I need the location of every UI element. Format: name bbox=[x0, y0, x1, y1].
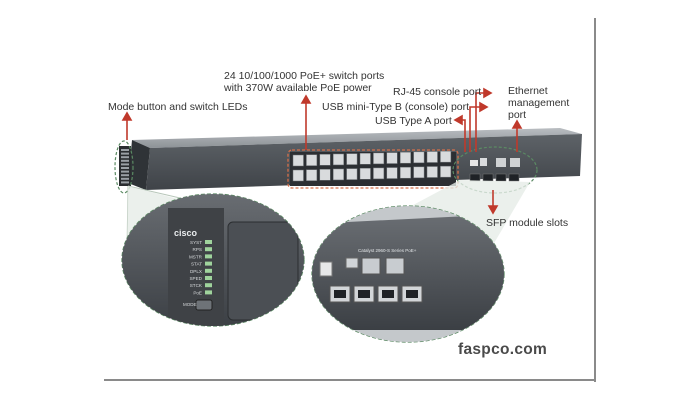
zoom-model-label: Catalyst 2960-S Series PoE+ bbox=[358, 248, 417, 253]
poe-port bbox=[306, 154, 318, 166]
led-indicator bbox=[205, 268, 212, 273]
led-label: STCK bbox=[190, 283, 203, 288]
zoom-cone-right-fill bbox=[400, 180, 530, 250]
mode-button bbox=[195, 299, 213, 311]
led-indicator bbox=[205, 261, 212, 266]
sfp-slots-mini bbox=[469, 173, 520, 182]
sfp-slot bbox=[469, 173, 481, 182]
module-area bbox=[469, 158, 520, 182]
watermark-text: faspco.com bbox=[458, 341, 548, 358]
led-label: DPLX bbox=[190, 269, 202, 274]
poe-port bbox=[386, 152, 398, 164]
poe-port bbox=[373, 167, 385, 180]
poe-port bbox=[319, 169, 331, 181]
led-dot bbox=[121, 170, 129, 173]
poe-port bbox=[332, 153, 344, 166]
led-label: SPED bbox=[189, 276, 202, 281]
zoom-sfp-slot bbox=[401, 285, 423, 303]
led-indicator bbox=[205, 240, 212, 244]
callout-usb-type-a: USB Type A port bbox=[375, 115, 452, 127]
poe-port bbox=[440, 150, 452, 163]
callout-poe-ports-line2: with 370W available PoE power bbox=[224, 82, 372, 94]
poe-port bbox=[413, 166, 425, 179]
callout-ethernet-management: Ethernet management port bbox=[508, 85, 570, 121]
led-label: STAT bbox=[191, 262, 202, 267]
callout-rj45-console: RJ-45 console port bbox=[393, 86, 482, 98]
chassis-side bbox=[128, 140, 150, 190]
usb-a-port-mini bbox=[470, 160, 478, 166]
zoom-sfp-slot bbox=[353, 285, 375, 303]
poe-port bbox=[319, 154, 331, 166]
led-label: MSTR bbox=[189, 254, 203, 259]
led-indicator bbox=[205, 254, 212, 259]
sfp-slot bbox=[495, 173, 507, 182]
led-indicator bbox=[205, 247, 212, 252]
led-dot bbox=[121, 159, 129, 162]
callout-mode-button-leds: Mode button and switch LEDs bbox=[108, 101, 248, 113]
zoom-led-labels: SYST RPS MSTR STAT DPLX SPED STCK PoE bbox=[189, 240, 212, 295]
poe-port bbox=[292, 169, 304, 182]
callout-arrows bbox=[121, 87, 523, 215]
zoom-blank-plate bbox=[227, 221, 299, 321]
led-label: PoE bbox=[193, 290, 202, 295]
poe-port bbox=[346, 168, 358, 180]
poe-port bbox=[426, 151, 438, 163]
callout-usb-mini-type-b: USB mini-Type B (console) port bbox=[322, 101, 470, 113]
poe-port bbox=[426, 166, 438, 178]
poe-port bbox=[373, 152, 385, 165]
poe-port bbox=[399, 166, 411, 179]
led-dot bbox=[121, 163, 129, 166]
poe-port bbox=[306, 169, 318, 181]
poe-port bbox=[386, 167, 398, 179]
poe-port bbox=[413, 151, 425, 164]
led-dot bbox=[121, 152, 129, 155]
rj45-console-port-mini bbox=[496, 158, 506, 167]
poe-port bbox=[359, 168, 371, 180]
poe-port bbox=[332, 168, 344, 181]
zoom-brand-logo: cisco bbox=[174, 228, 198, 238]
zoom-usb-a-port bbox=[319, 261, 333, 277]
poe-port bbox=[346, 153, 358, 165]
poe-port-block bbox=[290, 150, 456, 186]
callout-poe-ports-line1: 24 10/100/1000 PoE+ switch ports bbox=[224, 70, 385, 82]
mgmt-port-mini bbox=[510, 158, 520, 167]
led-highlight-ring bbox=[114, 140, 134, 194]
led-indicator bbox=[205, 276, 212, 280]
led-indicator bbox=[205, 290, 212, 295]
zoom-usb-mini-port bbox=[345, 257, 359, 269]
frame-right-edge bbox=[594, 18, 596, 382]
frame-bottom-edge bbox=[104, 379, 596, 381]
poe-port bbox=[399, 151, 411, 164]
led-label: RPS bbox=[193, 247, 202, 252]
ports-highlight-ring bbox=[287, 149, 459, 189]
poe-port bbox=[359, 153, 371, 165]
led-dots bbox=[121, 149, 129, 184]
led-dot bbox=[121, 156, 129, 159]
sfp-slot bbox=[482, 173, 494, 182]
led-strip bbox=[119, 146, 131, 186]
zoom-sfp-slots bbox=[329, 285, 423, 303]
zoom-sfp-slot bbox=[329, 285, 351, 303]
mode-label: MODE bbox=[183, 302, 197, 307]
sfp-slot bbox=[508, 173, 520, 182]
led-dot bbox=[121, 181, 129, 184]
led-dot bbox=[121, 149, 129, 151]
poe-port bbox=[292, 154, 304, 167]
led-label: SYST bbox=[190, 240, 202, 245]
poe-port bbox=[440, 165, 452, 178]
led-indicator bbox=[205, 283, 212, 288]
callout-sfp-slots: SFP module slots bbox=[486, 217, 569, 229]
led-dot bbox=[121, 167, 129, 169]
led-dot bbox=[121, 174, 129, 177]
zoom-sfp-slot bbox=[377, 285, 399, 303]
zoom-mgmt-port bbox=[385, 257, 405, 275]
usb-mini-port-mini bbox=[480, 158, 487, 166]
zoom-rj45-console bbox=[361, 257, 381, 275]
led-dot bbox=[121, 177, 129, 180]
